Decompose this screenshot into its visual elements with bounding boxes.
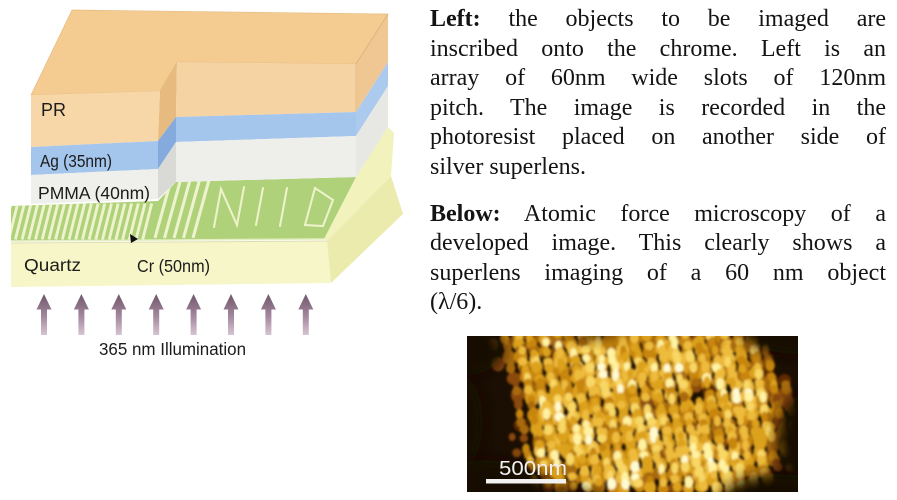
- quartz-front-face: [11, 241, 331, 287]
- illumination-arrow: [298, 294, 314, 335]
- caption-line: silver superlens.: [430, 153, 586, 180]
- quartz-front-top-edge: [10, 240, 328, 244]
- caption-paragraph: Below: Atomic force microscopy of a devel…: [430, 200, 886, 318]
- ag-step-side-face: [158, 117, 176, 169]
- caption-text: Left: the objects to be imaged are inscri…: [430, 5, 886, 318]
- grating-slot-lines: [11, 179, 211, 240]
- illumination-arrows: [36, 294, 314, 335]
- label-ag: Ag (35nm): [40, 151, 112, 171]
- scale-bar-label: 500nm: [499, 458, 567, 480]
- label-cr: Cr (50nm): [137, 256, 210, 276]
- caption-line: pitch. The image is recorded in the: [430, 94, 886, 121]
- caption-line: superlens imaging of a 60 nm object: [430, 259, 886, 286]
- quartz-top-face: [324, 127, 394, 241]
- pr-right-face: [356, 14, 388, 112]
- caption-line: Below: Atomic force microscopy of a: [430, 200, 886, 227]
- pr-front-face-left: [31, 91, 160, 147]
- cursor-arrowhead: [130, 234, 138, 243]
- caption-line: Left: the objects to be imaged are: [430, 6, 886, 32]
- caption-line: inscribed onto the chrome. Left is an: [430, 35, 886, 62]
- illumination-arrow: [260, 294, 276, 335]
- illumination-arrow: [73, 294, 89, 335]
- caption-line: array of 60nm wide slots of 120nm: [430, 65, 886, 92]
- pr-step-side-face: [158, 62, 177, 141]
- illumination-arrow: [36, 294, 52, 335]
- pr-front-face-back: [176, 62, 356, 117]
- caption-paragraph: Left: the objects to be imaged are inscri…: [430, 5, 886, 183]
- ag-right-face: [356, 62, 388, 136]
- cr-object-shapes: [212, 185, 335, 229]
- cr-grating-slots: [11, 179, 211, 240]
- ag-front-face-left: [31, 141, 158, 175]
- cr-front-edge-highlight: [10, 238, 325, 242]
- ag-front-face-back: [176, 112, 356, 142]
- label-illumination: 365 nm Illumination: [99, 339, 246, 359]
- label-pr: PR: [41, 100, 66, 120]
- label-pmma: PMMA (40nm): [38, 183, 150, 203]
- caption-line: photoresist placed on another side of: [430, 124, 886, 151]
- caption-line: developed image. This clearly shows a: [430, 230, 886, 257]
- illumination-arrow: [111, 294, 127, 335]
- afm-scale-bar: 500nm: [486, 458, 567, 484]
- pmma-front-face-left: [31, 169, 158, 204]
- scale-bar-line: [486, 479, 566, 484]
- label-quartz: Quartz: [24, 255, 81, 275]
- illumination-arrow: [223, 294, 239, 335]
- afm-image: 500nm: [467, 336, 798, 492]
- illumination-arrow: [186, 294, 202, 335]
- pmma-right-face: [356, 86, 388, 177]
- pmma-front-face-back: [176, 136, 356, 182]
- cr-pattern-layer: [10, 177, 356, 242]
- quartz-right-face: [327, 176, 403, 283]
- superlens-structure-diagram: PR Ag (35nm) PMMA (40nm) Quartz Cr (50nm…: [10, 9, 403, 359]
- pr-corner-edge: [355, 13, 389, 65]
- illumination-arrow: [148, 294, 164, 335]
- pmma-step-side-face: [158, 142, 176, 199]
- caption-line: (λ/6).: [430, 289, 483, 316]
